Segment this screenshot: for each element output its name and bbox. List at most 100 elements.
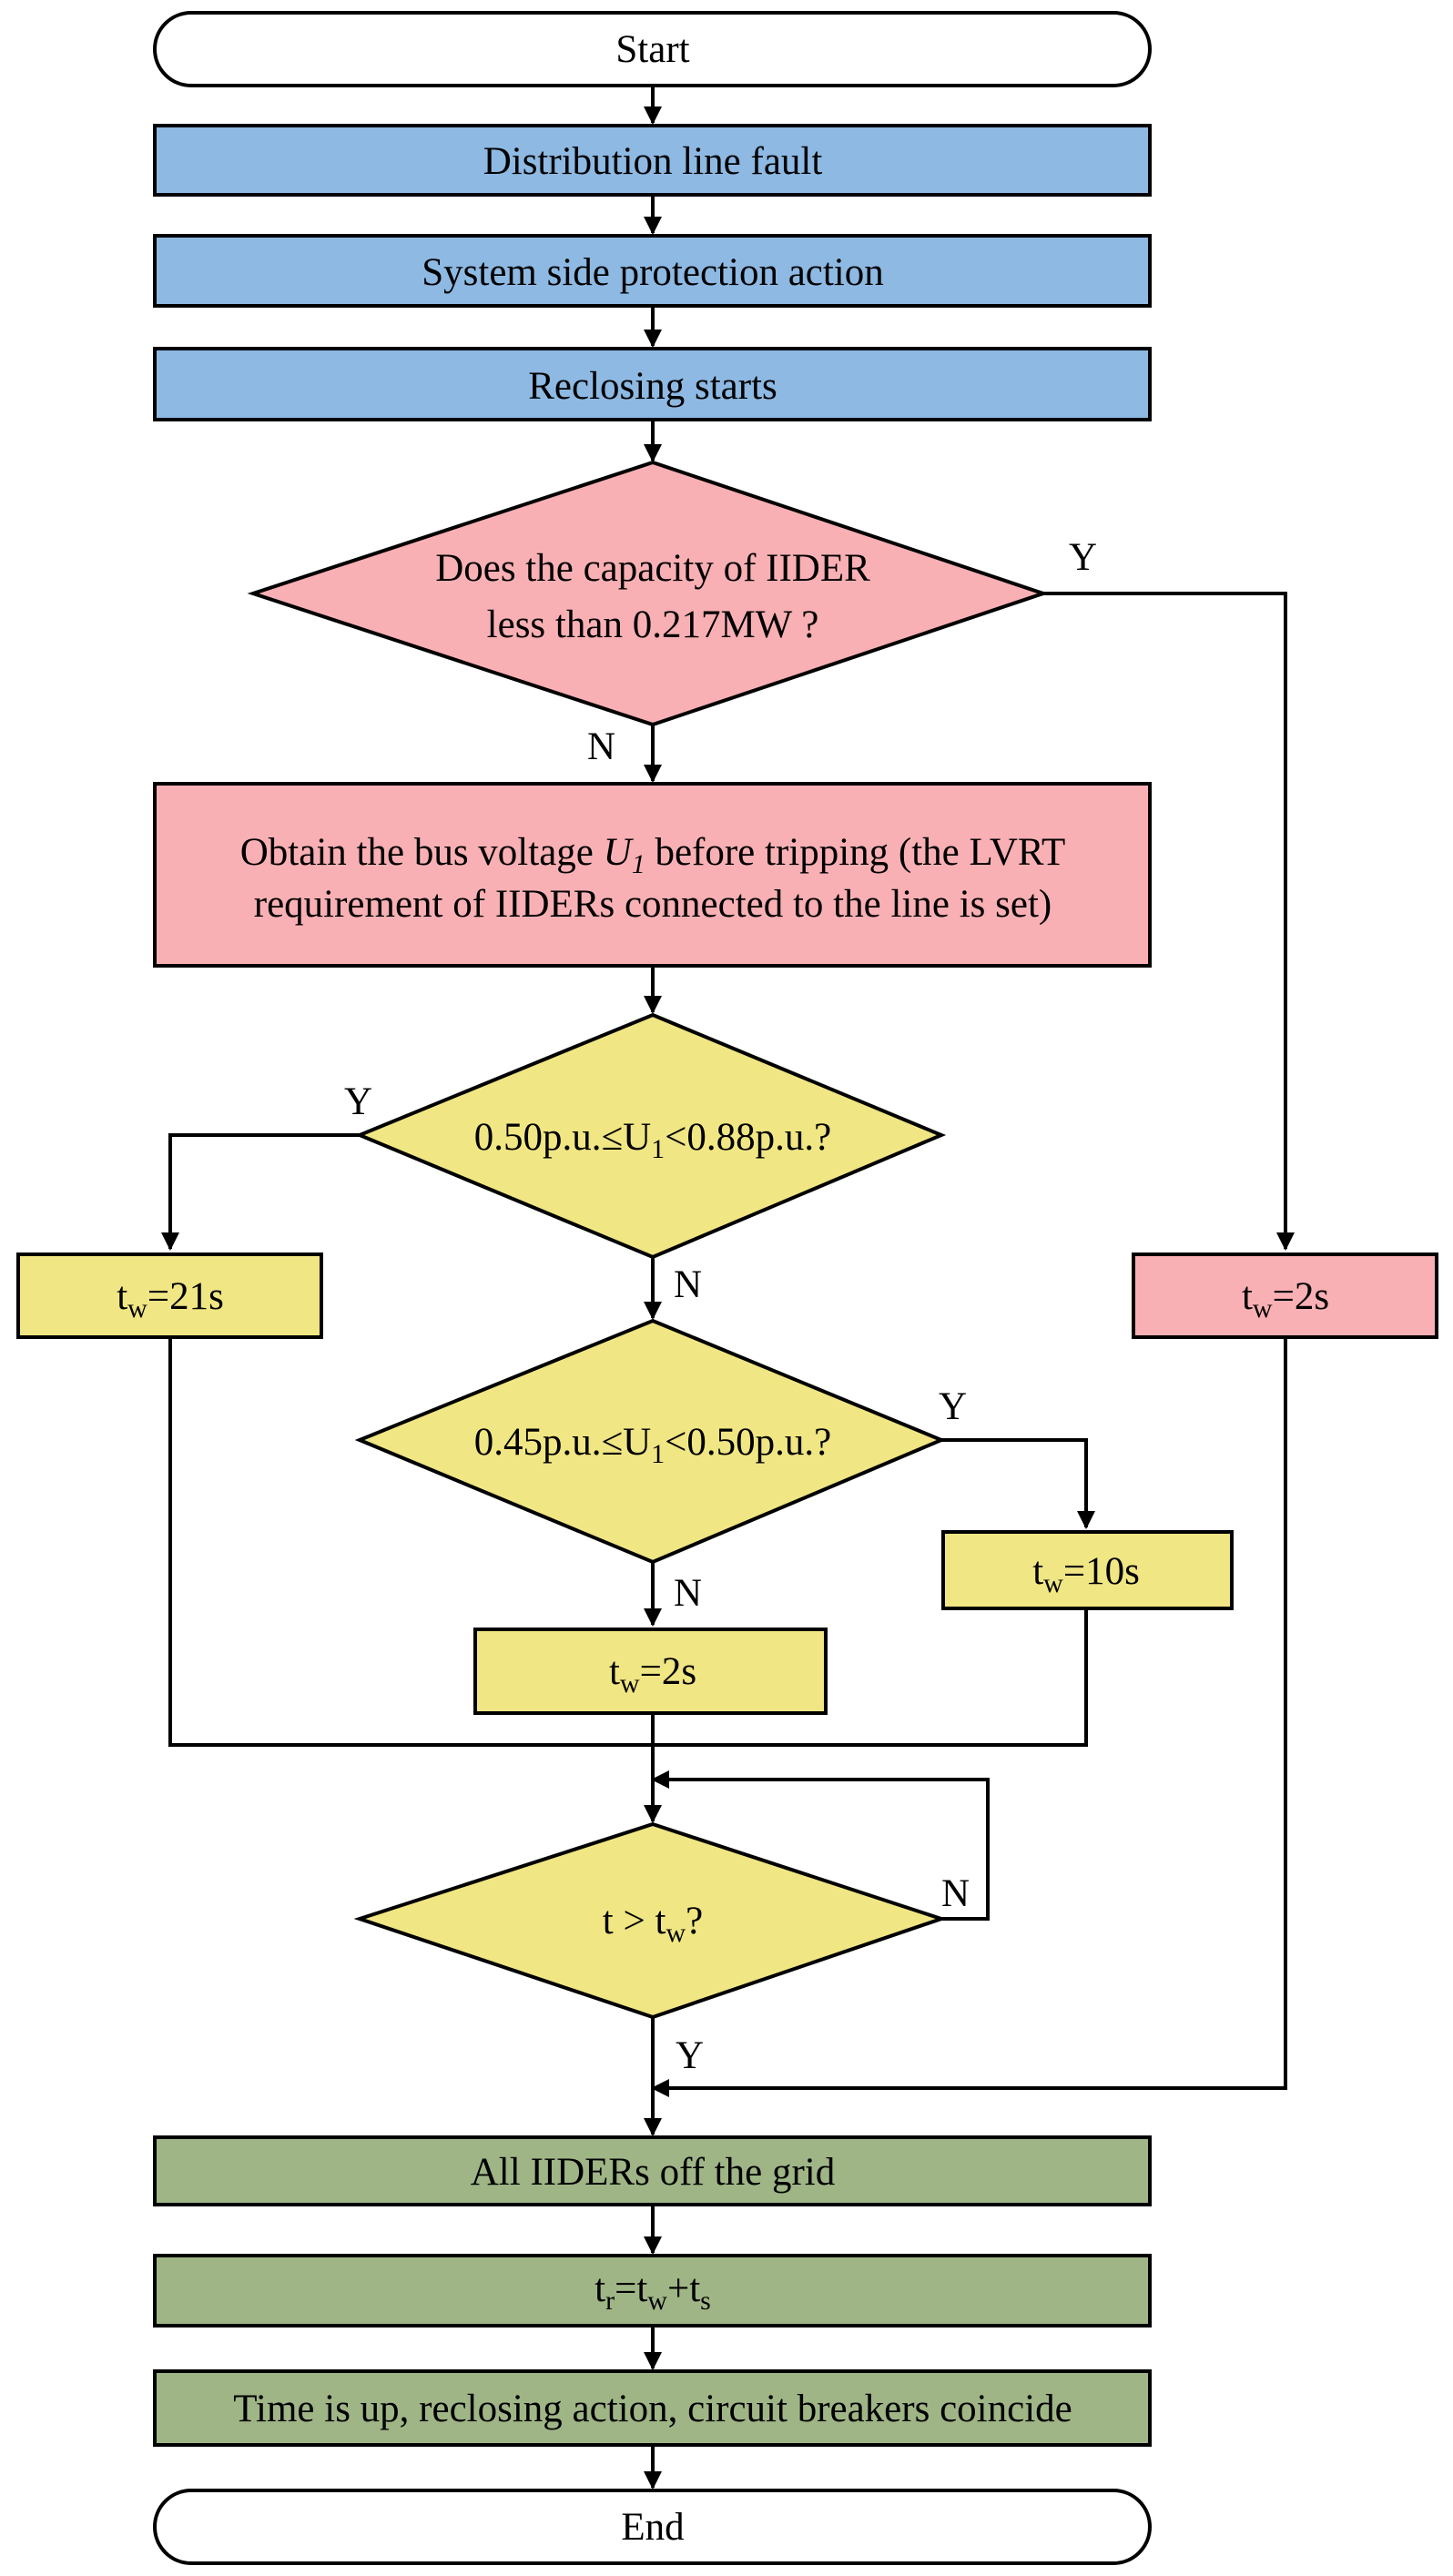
v1-yes-label: Y [344, 1080, 372, 1123]
distribution-line-fault-node: Distribution line fault [153, 124, 1152, 197]
voltage-variable-subscript: 1 [632, 849, 645, 879]
voltage-check-2-decision: 0.45p.u.≤U1<0.50p.u.? [354, 1318, 947, 1565]
tw-2-mid-post: =2s [640, 1650, 696, 1693]
capacity-no-label: N [587, 725, 615, 768]
tr-formula-label: tr=tw+ts [594, 2267, 711, 2316]
tr-m1: =t [615, 2267, 647, 2310]
arrow-tw2-right-to-merge [651, 1337, 1287, 2097]
voltage-check-2-diamond [354, 1318, 947, 1565]
system-side-protection-box [153, 234, 1152, 308]
time-check-sub: w [666, 1918, 686, 1948]
time-check-diamond [353, 1821, 948, 2020]
arrow-v2-yes [941, 1438, 1095, 1529]
voltage-check-2-post: <0.50p.u.? [665, 1421, 831, 1464]
connectors [161, 86, 1295, 2490]
time-yes-label: Y [676, 2034, 704, 2077]
reclosing-starts-box [153, 347, 1152, 421]
obtain-voltage-box [153, 782, 1152, 968]
tw-2-right-sub: w [1253, 1293, 1273, 1323]
arrow-capacity-yes [1043, 592, 1295, 1251]
obtain-voltage-pre: Obtain the bus voltage [240, 831, 604, 874]
end-node: End [153, 2489, 1152, 2565]
obtain-voltage-post: before tripping (the LVRT [645, 831, 1066, 874]
line-tw10-to-merge [653, 1608, 1088, 1747]
tw-10-node: tw=10s [941, 1530, 1234, 1610]
all-off-node: All IIDERs off the grid [153, 2135, 1152, 2206]
tw-10-sub: w [1043, 1568, 1063, 1598]
voltage-check-2-sub: 1 [651, 1439, 665, 1469]
time-up-node: Time is up, reclosing action, circuit br… [153, 2369, 1152, 2447]
tw-2-mid-label: tw=2s [609, 1650, 696, 1699]
capacity-yes-label: Y [1069, 536, 1097, 579]
time-check-decision: t > tw? [353, 1821, 948, 2020]
system-side-protection-node: System side protection action [153, 234, 1152, 308]
all-off-box [153, 2135, 1152, 2206]
tw-2-right-base: t [1242, 1275, 1253, 1318]
capacity-check-diamond [247, 460, 1050, 727]
time-no-label: N [941, 1872, 970, 1915]
tr-formula-box [153, 2254, 1152, 2328]
tw-2-right-node: tw=2s [1132, 1253, 1438, 1339]
voltage-check-1-label: 0.50p.u.≤U1<0.88p.u.? [474, 1116, 832, 1164]
voltage-variable: U [604, 831, 635, 874]
end-terminal-shape [153, 2489, 1152, 2565]
distribution-line-fault-label: Distribution line fault [483, 140, 823, 183]
tw-21-sub: w [127, 1293, 147, 1323]
tw-21-base: t [117, 1275, 127, 1318]
voltage-check-1-decision: 0.50p.u.≤U1<0.88p.u.? [354, 1012, 947, 1260]
reclosing-starts-node: Reclosing starts [153, 347, 1152, 421]
tr-s1: r [605, 2286, 615, 2316]
tw-10-label: tw=10s [1032, 1550, 1140, 1598]
tw-2-mid-base: t [609, 1650, 620, 1693]
tw-2-right-post: =2s [1273, 1275, 1329, 1318]
tw-2-right-label: tw=2s [1242, 1275, 1329, 1323]
voltage-check-2-pre: 0.45p.u.≤U [474, 1421, 651, 1464]
start-node: Start [153, 11, 1152, 87]
voltage-check-1-sub: 1 [651, 1134, 665, 1164]
edge-labels: Y N Y N Y N N Y [344, 536, 1097, 2077]
capacity-check-line2: less than 0.217MW ? [487, 603, 819, 646]
time-up-label: Time is up, reclosing action, circuit br… [233, 2388, 1072, 2430]
start-label: Start [615, 28, 689, 71]
tr-s3: s [700, 2286, 711, 2316]
tw-2-right-box [1132, 1253, 1438, 1339]
tr-t1: t [594, 2267, 605, 2310]
voltage-check-1-diamond [354, 1012, 947, 1260]
v1-no-label: N [674, 1263, 702, 1306]
voltage-check-1-post: <0.88p.u.? [665, 1116, 831, 1159]
reclosing-starts-label: Reclosing starts [528, 365, 777, 408]
tr-formula-node: tr=tw+ts [153, 2254, 1152, 2328]
all-off-label: All IIDERs off the grid [471, 2151, 835, 2194]
system-side-protection-label: System side protection action [422, 251, 884, 294]
tw-10-box [941, 1530, 1234, 1610]
tw-2-mid-sub: w [620, 1668, 640, 1699]
tw-21-box [16, 1253, 323, 1339]
tr-s2: w [647, 2286, 667, 2316]
tr-m2: +t [667, 2267, 700, 2310]
tw-10-post: =10s [1063, 1550, 1140, 1593]
tw-2-mid-node: tw=2s [473, 1628, 828, 1715]
obtain-voltage-node: Obtain the bus voltage U1 before trippin… [153, 782, 1152, 968]
voltage-check-2-label: 0.45p.u.≤U1<0.50p.u.? [474, 1421, 832, 1469]
obtain-voltage-line2: requirement of IIDERs connected to the l… [254, 883, 1052, 926]
tw-21-label: tw=21s [117, 1275, 224, 1323]
time-check-post: ? [686, 1900, 703, 1942]
time-up-box [153, 2369, 1152, 2447]
v2-no-label: N [674, 1572, 702, 1615]
tw-10-base: t [1032, 1550, 1043, 1593]
arrow-v1-yes [161, 1133, 360, 1251]
time-check-pre: t > t [603, 1900, 666, 1942]
time-check-label: t > tw? [603, 1900, 703, 1948]
start-terminal-shape [153, 11, 1152, 87]
capacity-check-line1: Does the capacity of IIDER [435, 547, 870, 590]
tw-21-post: =21s [147, 1275, 224, 1318]
arrow-time-no-loop [651, 1770, 990, 1921]
obtain-voltage-line1: Obtain the bus voltage U1 before trippin… [240, 831, 1066, 879]
tw-21-node: tw=21s [16, 1253, 323, 1339]
end-label: End [621, 2506, 684, 2549]
capacity-check-decision: Does the capacity of IIDER less than 0.2… [247, 460, 1050, 727]
voltage-check-1-pre: 0.50p.u.≤U [474, 1116, 651, 1159]
distribution-line-fault-box [153, 124, 1152, 197]
line-tw21-to-merge [168, 1337, 653, 1747]
